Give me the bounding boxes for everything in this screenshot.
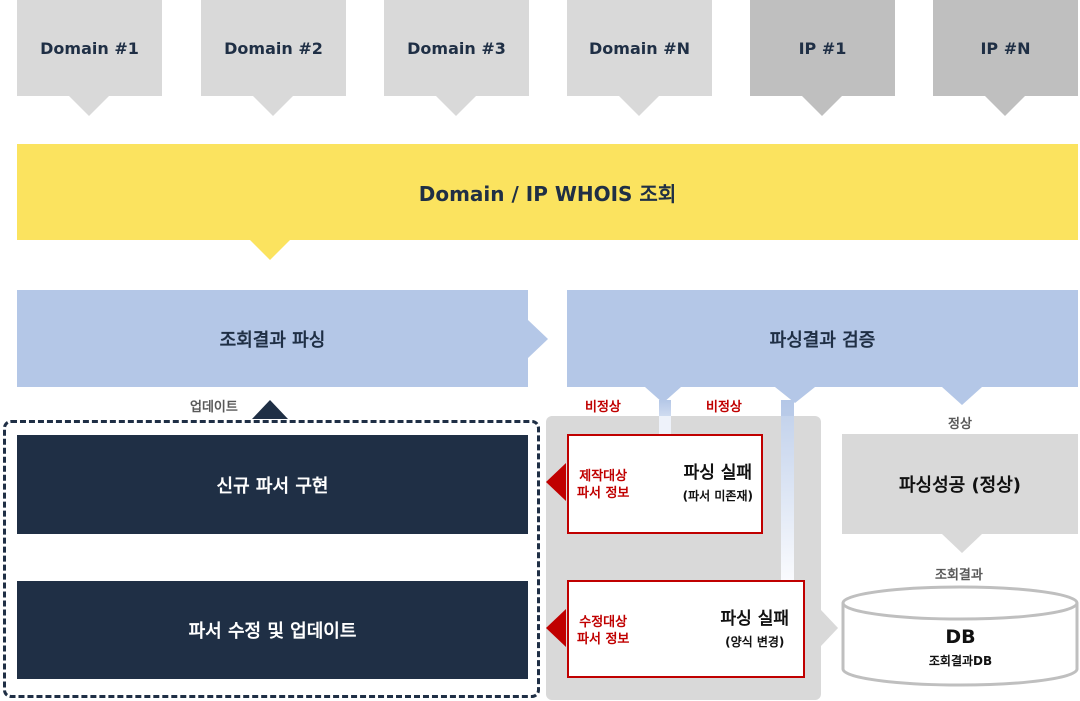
arrow-down-icon (942, 534, 982, 553)
arrow-down-icon (619, 96, 659, 116)
arrow-down-icon (802, 96, 842, 116)
fix-parser-label: 파서 수정 및 업데이트 (188, 621, 357, 642)
source-label: IP #1 (798, 38, 847, 58)
success-box: 파싱성공 (정상) (842, 434, 1078, 534)
source-box: Domain #3 (384, 0, 529, 96)
fail1-side1: 제작대상 (579, 469, 628, 484)
whois-bar: Domain / IP WHOIS 조회 (17, 144, 1078, 240)
connector (659, 416, 671, 434)
parse-label: 조회결과 파싱 (219, 329, 326, 351)
verify-label: 파싱결과 검증 (769, 329, 876, 351)
parse-box: 조회결과 파싱 (17, 290, 528, 387)
fail1-title: 파싱 실패 (683, 463, 753, 483)
normal-label: 정상 (948, 417, 972, 432)
abnormal-label-1: 비정상 (585, 400, 621, 415)
arrow-right-icon (528, 320, 548, 358)
source-box: IP #N (933, 0, 1078, 96)
fix-parser-box: 파서 수정 및 업데이트 (17, 581, 528, 679)
db-title: DB (945, 626, 976, 648)
arrow-down-icon (942, 387, 982, 405)
update-label: 업데이트 (190, 400, 238, 415)
arrow-down-icon (985, 96, 1025, 116)
source-label: Domain #3 (407, 38, 506, 58)
arrow-down-icon (253, 96, 293, 116)
source-label: IP #N (980, 38, 1031, 58)
new-parser-box: 신규 파서 구현 (17, 435, 528, 534)
fail1-side2: 파서 정보 (577, 486, 630, 501)
arrow-down-icon (250, 240, 290, 260)
fail2-side1: 수정대상 (579, 615, 628, 630)
fail2-title: 파싱 실패 (720, 609, 789, 629)
abnormal-label-2: 비정상 (706, 400, 742, 415)
parser-dev-group (3, 420, 540, 698)
arrow-left-icon (546, 609, 566, 647)
verify-box: 파싱결과 검증 (567, 290, 1078, 387)
arrow-down-icon (436, 96, 476, 116)
db-subtitle: 조회결과DB (928, 654, 993, 668)
arrow-down-icon (645, 387, 681, 403)
arrow-down-icon (69, 96, 109, 116)
fail1-sub: (파서 미존재) (682, 489, 753, 503)
source-label: Domain #1 (40, 38, 139, 58)
fail2-sub: (양식 변경) (725, 635, 785, 649)
source-box: Domain #1 (17, 0, 162, 96)
source-label: Domain #N (589, 38, 690, 58)
arrow-down-icon (775, 387, 815, 403)
result-label: 조회결과 (935, 568, 983, 583)
arrow-up-icon (252, 400, 288, 419)
arrow-right-icon (821, 610, 838, 646)
connector (781, 416, 794, 580)
source-box: IP #1 (750, 0, 895, 96)
fail2-side2: 파서 정보 (577, 632, 630, 647)
source-box: Domain #N (567, 0, 712, 96)
source-label: Domain #2 (224, 38, 323, 58)
success-label: 파싱성공 (정상) (898, 475, 1022, 496)
source-box: Domain #2 (201, 0, 346, 96)
new-parser-label: 신규 파서 구현 (216, 475, 329, 497)
whois-label: Domain / IP WHOIS 조회 (418, 181, 677, 206)
arrow-left-icon (546, 463, 566, 501)
db-cylinder-icon (841, 585, 1079, 687)
